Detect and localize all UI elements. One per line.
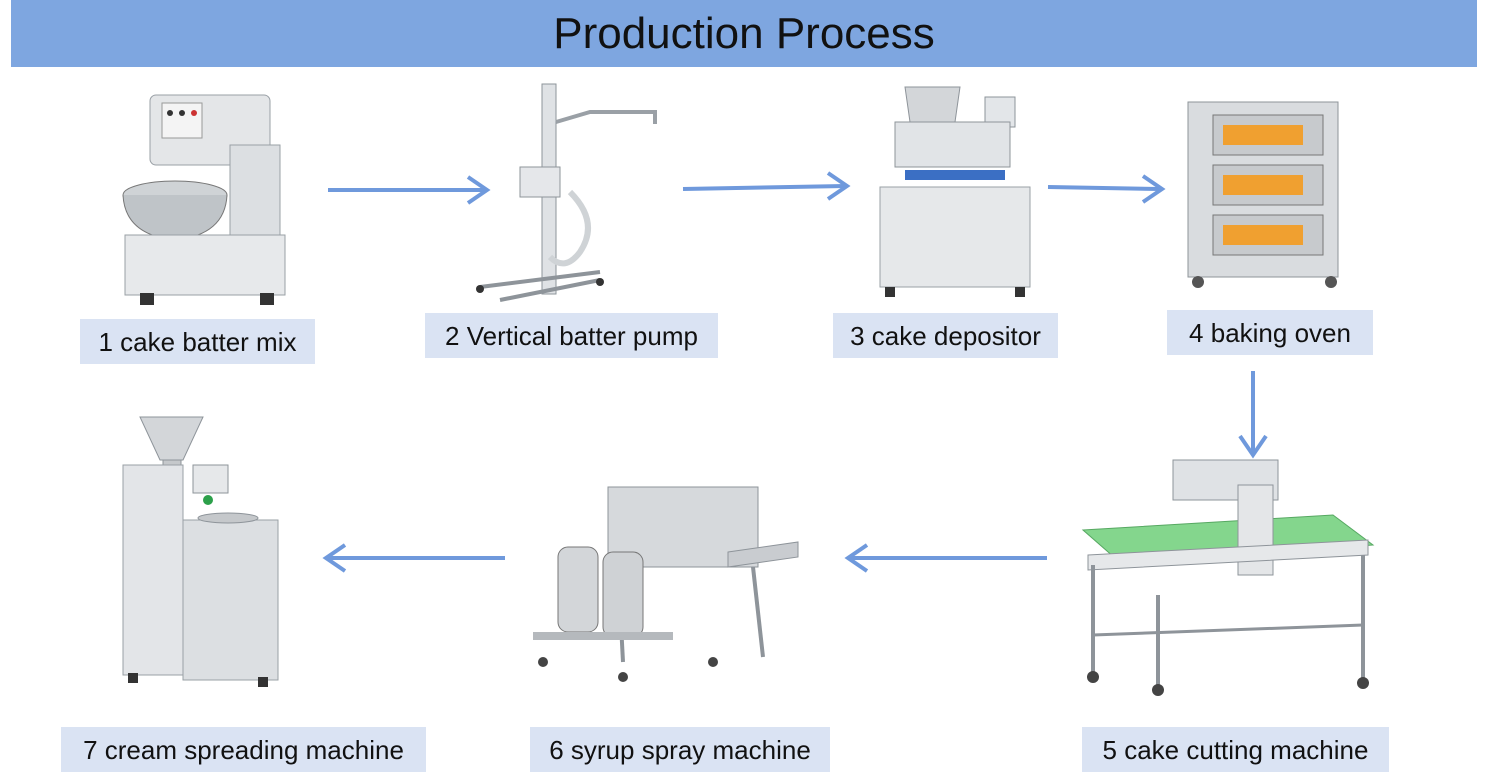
arrow-5-to-6 [844, 543, 1047, 573]
depositor-icon [879, 86, 1031, 297]
spiral-mixer-icon [122, 94, 286, 305]
arrow-3-to-4 [1047, 174, 1166, 204]
step-2-label: 2 Vertical batter pump [425, 313, 718, 358]
arrow-2-to-3 [682, 171, 851, 201]
step-1-label: 1 cake batter mix [80, 319, 315, 364]
cream-spreader-icon [122, 416, 279, 687]
step-7-label: 7 cream spreading machine [61, 727, 426, 772]
title-banner: Production Process [11, 0, 1477, 67]
arrow-6-to-7 [322, 543, 505, 573]
deck-oven-icon [1187, 101, 1339, 288]
page-title: Production Process [553, 8, 935, 58]
arrow-1-to-2 [328, 175, 491, 205]
step-3-label: 3 cake depositor [833, 313, 1058, 358]
step-5-label: 5 cake cutting machine [1082, 727, 1389, 772]
syrup-spray-icon [533, 486, 799, 682]
step-6-label: 6 syrup spray machine [530, 727, 830, 772]
vertical-pump-icon [476, 83, 657, 302]
step-4-label: 4 baking oven [1167, 310, 1373, 355]
cutting-machine-icon [1081, 459, 1375, 696]
arrow-4-to-5 [1238, 371, 1268, 459]
